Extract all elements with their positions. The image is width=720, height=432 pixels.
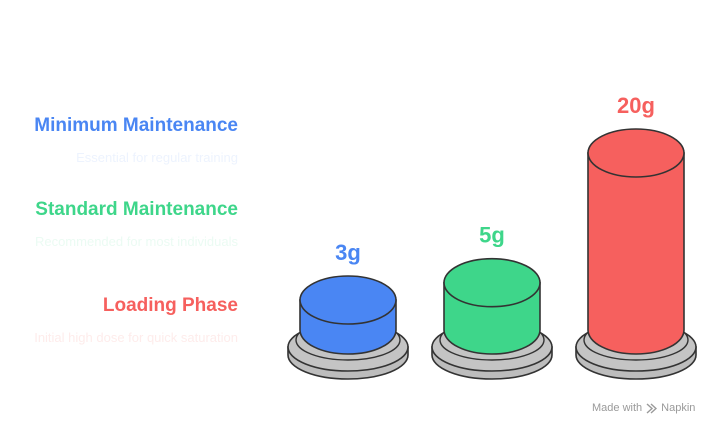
bar-2 [587,152,685,355]
legend-title: Loading Phase [102,295,238,316]
legend-desc: Essential for regular training [76,150,238,165]
bar-top-2 [587,128,685,178]
data-label-2: 20g [617,93,655,118]
legend-desc: Initial high dose for quick saturation [34,330,238,345]
napkin-logo-icon [646,402,658,414]
legend-desc: Recommended for most individuals [34,234,238,249]
legend-item-standard: Standard Maintenance Recommended for mos… [18,199,238,251]
bar-top-1 [443,257,541,308]
legend-title: Minimum Maintenance [34,115,238,136]
footer: Made with Napkin [592,402,695,414]
legend-item-loading: Loading Phase Initial high dose for quic… [18,295,238,347]
data-label-0: 3g [335,240,361,265]
legend-item-minimum: Minimum Maintenance Essential for regula… [18,115,238,167]
legend-title: Standard Maintenance [35,199,238,220]
data-label-1: 5g [479,223,505,248]
footer-brand: Napkin [661,402,696,414]
footer-text: Made with [592,402,643,414]
bar-top-0 [299,275,397,325]
